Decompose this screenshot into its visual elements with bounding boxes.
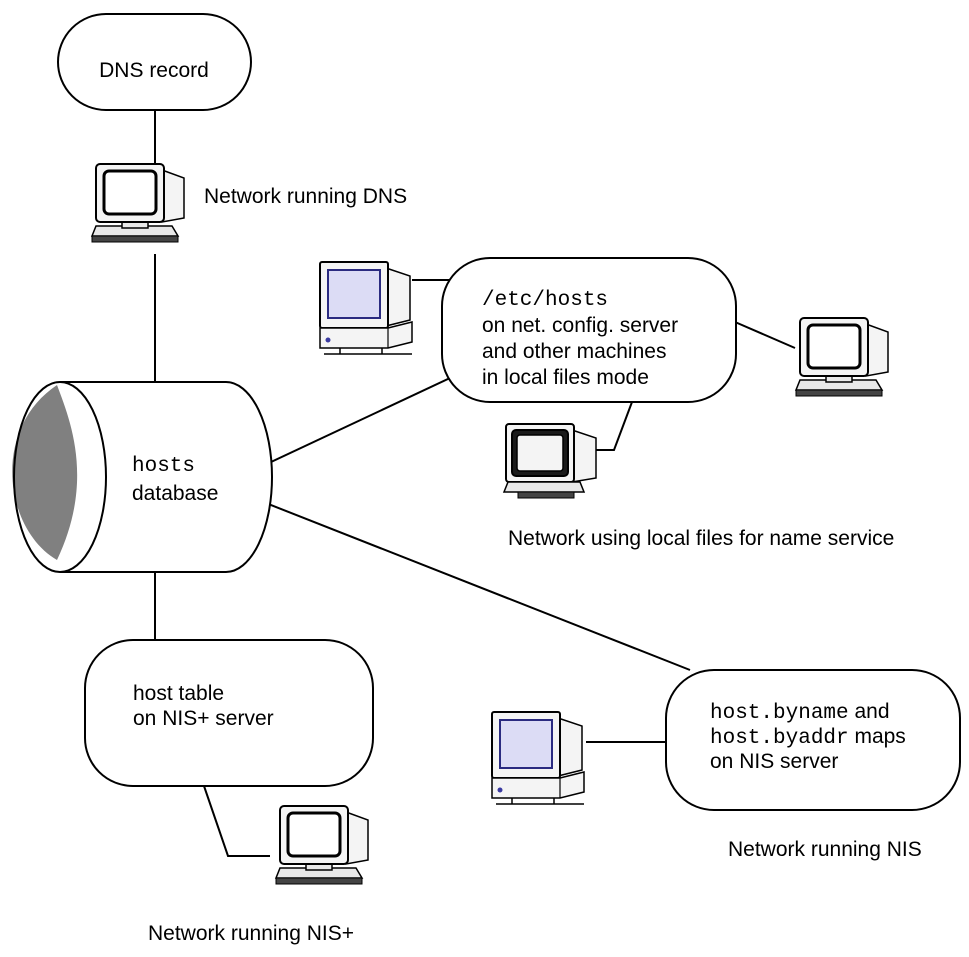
local-files-line2: on net. config. server xyxy=(482,314,678,337)
nis-line3: on NIS server xyxy=(710,750,838,773)
local-files-node: /etc/hosts on net. config. server and ot… xyxy=(441,257,737,403)
database-to-nis-line xyxy=(247,495,691,671)
nisplus-caption: Network running NIS+ xyxy=(148,922,354,945)
local-files-line4: in local files mode xyxy=(482,366,649,389)
nis-caption: Network running NIS xyxy=(728,838,922,861)
dns-network-caption: Network running DNS xyxy=(204,185,407,208)
dns-record-node: DNS record xyxy=(57,13,252,111)
nis-node: host.byname and host.byaddr maps on NIS … xyxy=(665,669,961,811)
nisplus-line2: on NIS+ server xyxy=(133,707,274,730)
computer-icon xyxy=(274,804,370,886)
host-byaddr-map: host.byaddr xyxy=(710,727,849,750)
local-files-line3: and other machines xyxy=(482,340,666,363)
computer-icon xyxy=(90,162,186,244)
computer-icon xyxy=(319,261,413,355)
local-files-caption: Network using local files for name servi… xyxy=(508,527,894,550)
database-to-local-files-line xyxy=(253,377,451,471)
hosts-database-cylinder: hosts database xyxy=(12,381,273,573)
local-files-to-right-pc-line xyxy=(734,321,796,349)
hosts-db-label: database xyxy=(132,482,218,505)
nis-maps-text: maps xyxy=(849,725,906,748)
connector-lines xyxy=(154,110,796,857)
database-end-cap xyxy=(12,385,78,560)
hosts-db-name: hosts xyxy=(132,455,195,478)
nisplus-to-pc-line xyxy=(203,785,270,857)
nis-line1: host.byname and xyxy=(710,700,890,725)
nisplus-line1: host table xyxy=(133,682,224,705)
nis-and-text: and xyxy=(849,700,890,723)
computer-icon xyxy=(503,423,597,499)
etc-hosts-path: /etc/hosts xyxy=(482,289,608,312)
computer-icon xyxy=(491,711,585,805)
computer-icon xyxy=(794,316,890,398)
nisplus-node: host table on NIS+ server xyxy=(84,639,374,787)
host-byname-map: host.byname xyxy=(710,702,849,725)
dns-record-label: DNS record xyxy=(99,59,209,82)
nis-line2: host.byaddr maps xyxy=(710,725,906,750)
